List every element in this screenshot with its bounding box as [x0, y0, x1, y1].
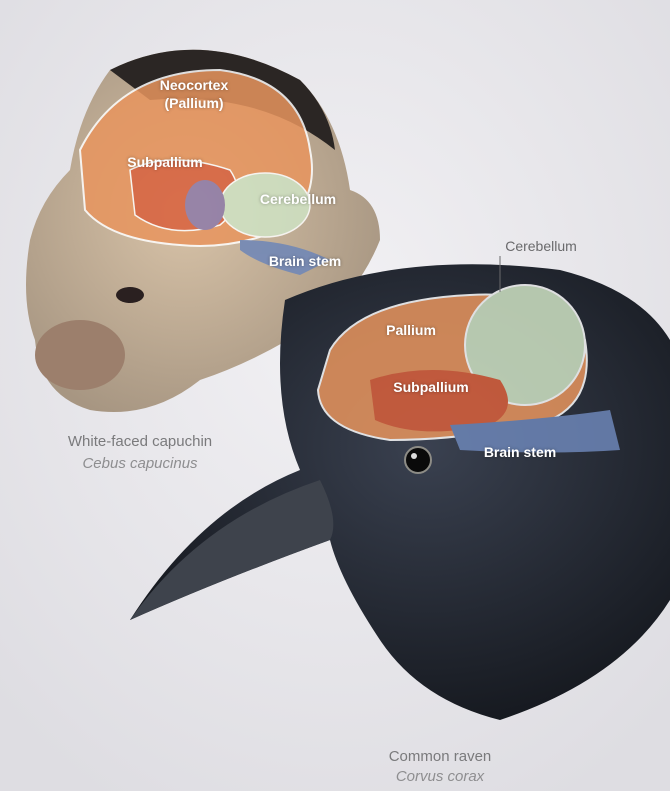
raven-scientific-name: Corvus corax: [395, 768, 485, 785]
label-brain-stem: Brain stem: [268, 253, 342, 269]
label-cerebellum: Cerebellum: [259, 191, 337, 207]
label-neocortex: Neocortex: [159, 77, 229, 93]
raven-brain: [316, 284, 620, 453]
capuchin-brain: [78, 68, 330, 275]
raven-common-name: Common raven: [388, 748, 492, 765]
raven-label-subpallium: Subpallium: [393, 379, 469, 395]
label-pallium: (Pallium): [164, 95, 224, 111]
capuchin-scientific-name: Cebus capucinus: [82, 455, 198, 472]
label-subpallium: Subpallium: [127, 154, 203, 170]
raven-label-brain-stem: Brain stem: [483, 444, 557, 460]
raven-label-pallium: Pallium: [386, 322, 436, 338]
capuchin-common-name: White-faced capuchin: [67, 433, 213, 450]
raven-label-cerebellum: Cerebellum: [505, 238, 577, 254]
